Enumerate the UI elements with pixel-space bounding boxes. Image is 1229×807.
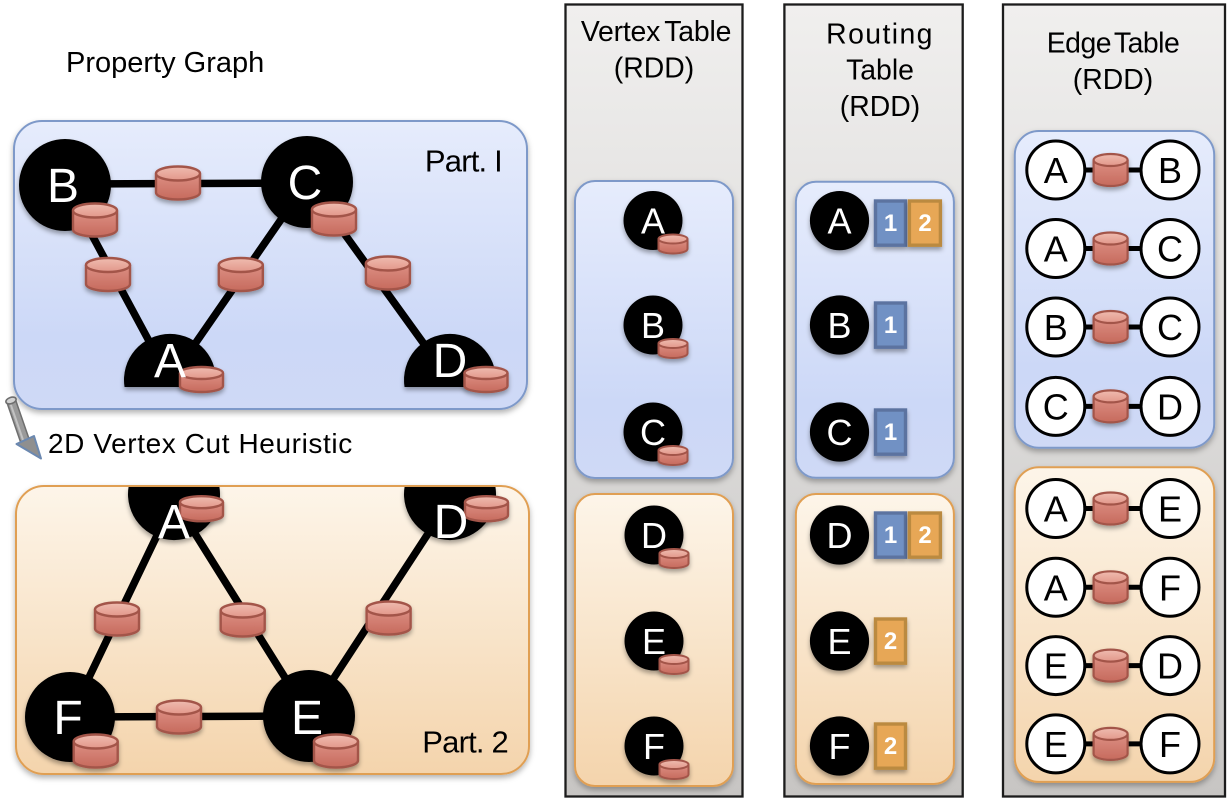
svg-text:C: C	[1157, 229, 1183, 270]
svg-text:C: C	[640, 412, 666, 453]
svg-text:1: 1	[884, 522, 897, 549]
svg-text:(RDD): (RDD)	[1073, 64, 1153, 96]
svg-text:Part. 2: Part. 2	[422, 725, 508, 760]
svg-text:Property Graph: Property Graph	[66, 47, 264, 79]
svg-text:E: E	[827, 621, 851, 662]
svg-text:A: A	[1044, 567, 1068, 608]
svg-text:D: D	[1157, 646, 1183, 687]
svg-text:D: D	[433, 335, 468, 388]
svg-text:1: 1	[884, 312, 897, 339]
svg-text:A: A	[1044, 150, 1068, 191]
svg-text:F: F	[1159, 724, 1181, 765]
svg-text:B: B	[47, 160, 79, 213]
svg-text:A: A	[158, 496, 190, 549]
svg-text:E: E	[1158, 489, 1182, 530]
svg-text:2D Vertex Cut Heuristic: 2D Vertex Cut Heuristic	[48, 428, 353, 459]
svg-text:E: E	[642, 621, 666, 662]
svg-text:A: A	[641, 201, 665, 242]
svg-text:F: F	[53, 692, 82, 745]
svg-text:(RDD): (RDD)	[840, 91, 920, 123]
svg-text:C: C	[827, 412, 853, 453]
svg-text:A: A	[827, 201, 851, 242]
svg-text:B: B	[641, 305, 665, 346]
svg-text:A: A	[1044, 229, 1068, 270]
svg-text:A: A	[154, 335, 186, 388]
svg-text:Routing: Routing	[826, 19, 934, 51]
svg-text:F: F	[1159, 567, 1181, 608]
svg-text:B: B	[827, 305, 851, 346]
svg-text:Part. I: Part. I	[425, 144, 502, 179]
svg-text:2: 2	[884, 628, 897, 655]
svg-text:B: B	[1044, 307, 1068, 348]
svg-text:B: B	[1158, 150, 1182, 191]
svg-text:D: D	[641, 515, 667, 556]
svg-text:D: D	[1157, 386, 1183, 427]
svg-text:Table: Table	[846, 55, 914, 87]
svg-text:1: 1	[884, 210, 897, 237]
svg-text:D: D	[434, 496, 469, 549]
svg-text:F: F	[829, 726, 851, 767]
svg-text:(RDD): (RDD)	[614, 52, 694, 84]
svg-text:E: E	[1044, 724, 1068, 765]
svg-text:2: 2	[918, 522, 931, 549]
svg-text:Edge Table: Edge Table	[1047, 28, 1180, 60]
svg-text:F: F	[643, 726, 665, 767]
svg-text:A: A	[1044, 489, 1068, 530]
svg-text:C: C	[288, 157, 323, 210]
svg-text:C: C	[1043, 386, 1069, 427]
svg-text:E: E	[1044, 646, 1068, 687]
svg-text:1: 1	[884, 419, 897, 446]
svg-text:C: C	[1157, 307, 1183, 348]
svg-text:E: E	[291, 692, 323, 745]
svg-text:Vertex Table: Vertex Table	[581, 16, 731, 48]
svg-text:2: 2	[884, 733, 897, 760]
svg-text:D: D	[827, 515, 853, 556]
svg-text:2: 2	[918, 210, 931, 237]
